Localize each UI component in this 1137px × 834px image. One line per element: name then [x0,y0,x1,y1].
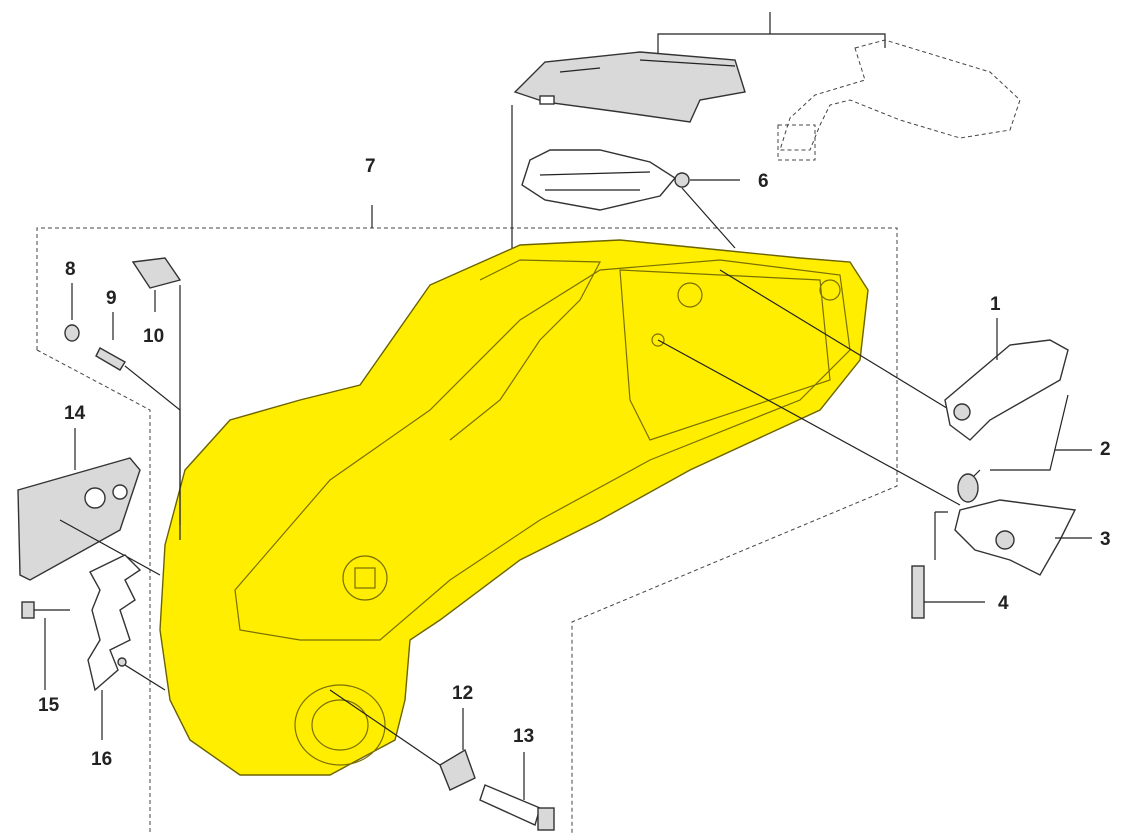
part-14 [17,428,161,581]
label-16: 16 [91,749,112,770]
part-12 [329,689,476,791]
part-8 [64,283,80,342]
label-14: 14 [64,403,86,424]
assembly-boundary [36,227,898,834]
label-9: 9 [106,288,117,309]
label-15: 15 [38,695,60,716]
part-16 [87,554,166,740]
label-7: 7 [365,156,376,177]
part-15 [21,601,70,690]
label-12: 12 [452,683,473,704]
ghost-handle-part [777,39,1021,161]
leader-3 [657,339,961,506]
part-6 [521,149,740,249]
label-10: 10 [143,326,164,347]
label-6: 6 [758,171,769,192]
main-housing-part [159,239,869,776]
label-4: 4 [998,593,1009,614]
top-cover-part [513,51,746,123]
label-3: 3 [1100,529,1111,550]
leader-1 [719,269,951,411]
part-2 [957,394,1092,503]
label-1: 1 [990,294,1001,315]
label-13: 13 [513,726,534,747]
part-1 [944,318,1069,441]
part-4 [911,511,985,619]
part-10 [131,257,182,525]
label-2: 2 [1100,439,1111,460]
part-13 [479,752,555,831]
label-8: 8 [65,259,76,280]
top-bracket [657,12,886,55]
part-3 [954,499,1092,576]
